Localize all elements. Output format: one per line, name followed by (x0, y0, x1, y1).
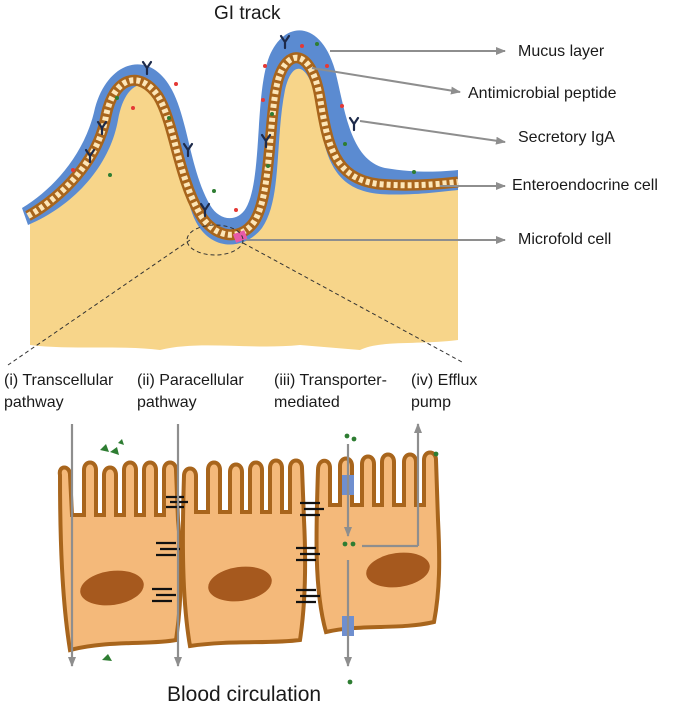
callout-label-microfold-cell: Microfold cell (518, 231, 612, 248)
pathway-label-paracellular-line1: (ii) Paracellular (137, 372, 244, 389)
nucleus-1 (80, 570, 144, 606)
nucleus-3 (366, 552, 430, 588)
iga-y-symbol (260, 133, 272, 149)
epithelial-cells (57, 450, 442, 653)
peptide-dot (234, 208, 238, 212)
antigen-dot (350, 541, 356, 547)
antigen-dot (412, 170, 416, 174)
antigen-dot (344, 433, 350, 439)
epithelial-cell-bricks (26, 54, 459, 238)
iga-y-symbol (348, 116, 360, 132)
antigen-dot (315, 42, 319, 46)
epithelial-cell-1 (57, 460, 183, 653)
pathway-label-transcellular-line2: pathway (4, 394, 64, 411)
microfold-cell (232, 230, 248, 243)
antigen-dot (266, 164, 270, 168)
secretory-iga-molecules (84, 34, 360, 218)
amp-callout-arrow (311, 67, 461, 95)
gi-tract-section (22, 30, 459, 351)
tight-junction (300, 501, 324, 517)
peptide-dot (300, 44, 304, 48)
tight-junction (296, 546, 320, 562)
peptide-dot (263, 64, 267, 68)
antigen-dot (347, 679, 353, 685)
iga-y-symbol (84, 148, 96, 164)
callout-arrows (246, 47, 506, 244)
pathway-label-transporter-line2: mediated (274, 394, 340, 411)
pathway-arrows (68, 423, 422, 667)
nucleus-2 (208, 566, 272, 602)
antigen-dot (433, 451, 439, 457)
antigen-particles-bottom (100, 433, 439, 685)
antimicrobial-peptides (71, 44, 344, 212)
peptide-dot (71, 168, 75, 172)
antigen-cluster (102, 654, 112, 661)
siga-callout-arrow (359, 120, 506, 145)
tight-junction (296, 588, 320, 604)
peptide-dot (325, 64, 329, 68)
antigen-dot (115, 96, 119, 100)
peptide-dot (340, 104, 344, 108)
peptide-dot (261, 98, 265, 102)
tight-junction (152, 587, 176, 603)
antigen-particles-top (108, 42, 416, 193)
iga-y-symbol (141, 60, 153, 76)
antigen-cluster (100, 439, 124, 455)
antigen-dot (343, 142, 347, 146)
iga-y-symbol (182, 142, 194, 158)
peptide-dot (131, 106, 135, 110)
zoom-region-outline (186, 224, 244, 256)
pathway-label-efflux-line2: pump (411, 394, 452, 411)
callout-label-secretory-iga: Secretory IgA (518, 129, 615, 146)
callout-label-mucus: Mucus layer (518, 43, 605, 60)
antigen-dot (270, 112, 274, 116)
blood-circulation-label: Blood circulation (167, 683, 322, 706)
antigen-dot (167, 116, 171, 120)
antigen-dot (212, 189, 216, 193)
tight-junction (156, 541, 180, 557)
antigen-dot (351, 436, 357, 442)
peptide-dot (174, 82, 178, 86)
pathway-label-efflux-line1: (iv) Efflux (411, 372, 478, 389)
antigen-dot (342, 541, 348, 547)
iga-y-symbol (96, 120, 108, 136)
iga-y-symbol (199, 202, 211, 218)
tight-junctions (152, 495, 324, 604)
pathway-label-paracellular-line2: pathway (137, 394, 197, 411)
gi-tract-title: GI track (214, 3, 281, 24)
callout-label-enteroendocrine-cell: Enteroendocrine cell (512, 177, 658, 194)
callout-label-antimicrobial-peptide: Antimicrobial peptide (468, 85, 617, 102)
epithelial-cell-2 (180, 458, 308, 649)
antigen-dot (108, 173, 112, 177)
zoom-line-left (7, 239, 191, 366)
iga-y-symbol (279, 34, 291, 50)
epithelial-cell-3 (314, 450, 442, 635)
zoom-guide-lines (7, 239, 463, 366)
pathway-label-transporter-line1: (iii) Transporter- (274, 372, 387, 389)
tissue-block (30, 57, 458, 351)
pathway-label-transcellular-line1: (i) Transcellular (4, 372, 114, 389)
